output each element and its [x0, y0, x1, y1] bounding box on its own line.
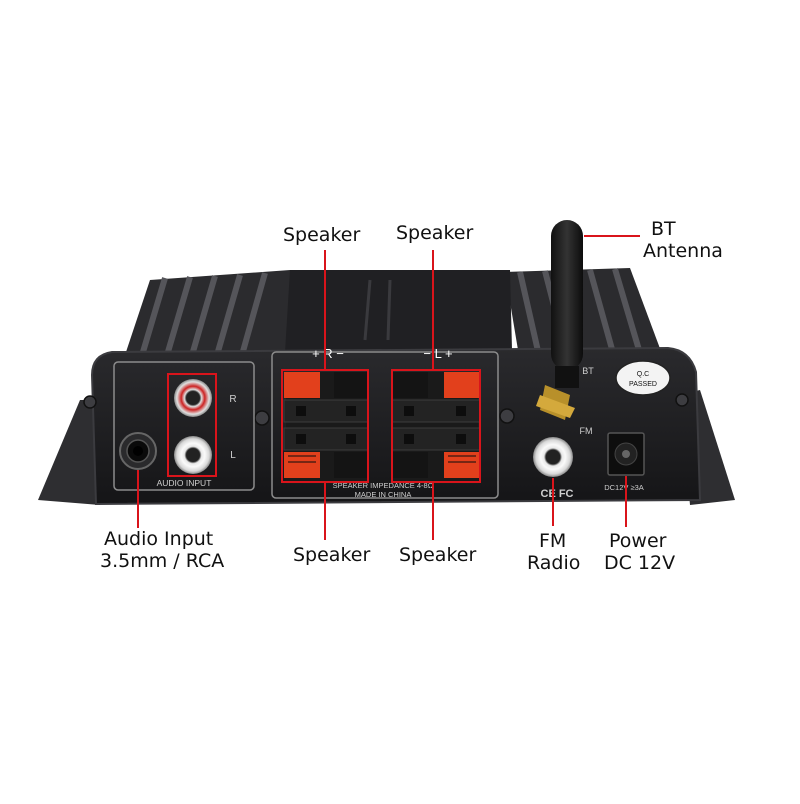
callout-power-line1: Power [609, 530, 667, 552]
right-channel-label: + R − [312, 346, 344, 361]
ce-fc-mark: CE FC [541, 488, 574, 500]
qc-line2: PASSED [629, 381, 657, 388]
rca-jacks [174, 379, 212, 474]
callout-power-line2: DC 12V [604, 552, 676, 574]
screws [83, 393, 689, 426]
callout-speaker-top-left: Speaker [283, 224, 361, 246]
aux-jack [119, 432, 157, 470]
rca-right-label: R [229, 394, 236, 405]
callout-speaker-top-right: Speaker [396, 222, 474, 244]
qc-line1: Q.C [637, 371, 649, 378]
dc-rating-label: DC12V ≥3A [604, 483, 644, 492]
fm-jack [533, 437, 573, 477]
dc-jack [607, 432, 645, 476]
callout-bt-line2: Antenna [643, 240, 723, 262]
fm-mark: FM [580, 426, 593, 436]
callout-speaker-bottom-right: Speaker [399, 544, 477, 566]
callout-lines [137, 235, 640, 540]
heatsink-fins [120, 268, 665, 370]
made-in-label: MADE IN CHINA [355, 490, 412, 499]
qc-sticker [615, 360, 671, 396]
callout-bt-line1: BT [651, 218, 676, 240]
rca-left-label: L [230, 450, 236, 461]
bt-mark: BT [582, 366, 594, 376]
audio-input-label: AUDIO INPUT [157, 478, 212, 488]
left-channel-label: − L + [423, 346, 452, 361]
callout-audio-input-line2: 3.5mm / RCA [100, 550, 225, 572]
callout-fm-line2: Radio [527, 552, 581, 574]
callout-speaker-bottom-left: Speaker [293, 544, 371, 566]
speaker-impedance-label: SPEAKER IMPEDANCE 4-8Ω [333, 481, 434, 490]
callout-fm-line1: FM [539, 530, 567, 552]
bt-antenna [536, 220, 583, 420]
left-flange [38, 400, 110, 505]
callout-audio-input-line1: Audio Input [104, 528, 214, 550]
